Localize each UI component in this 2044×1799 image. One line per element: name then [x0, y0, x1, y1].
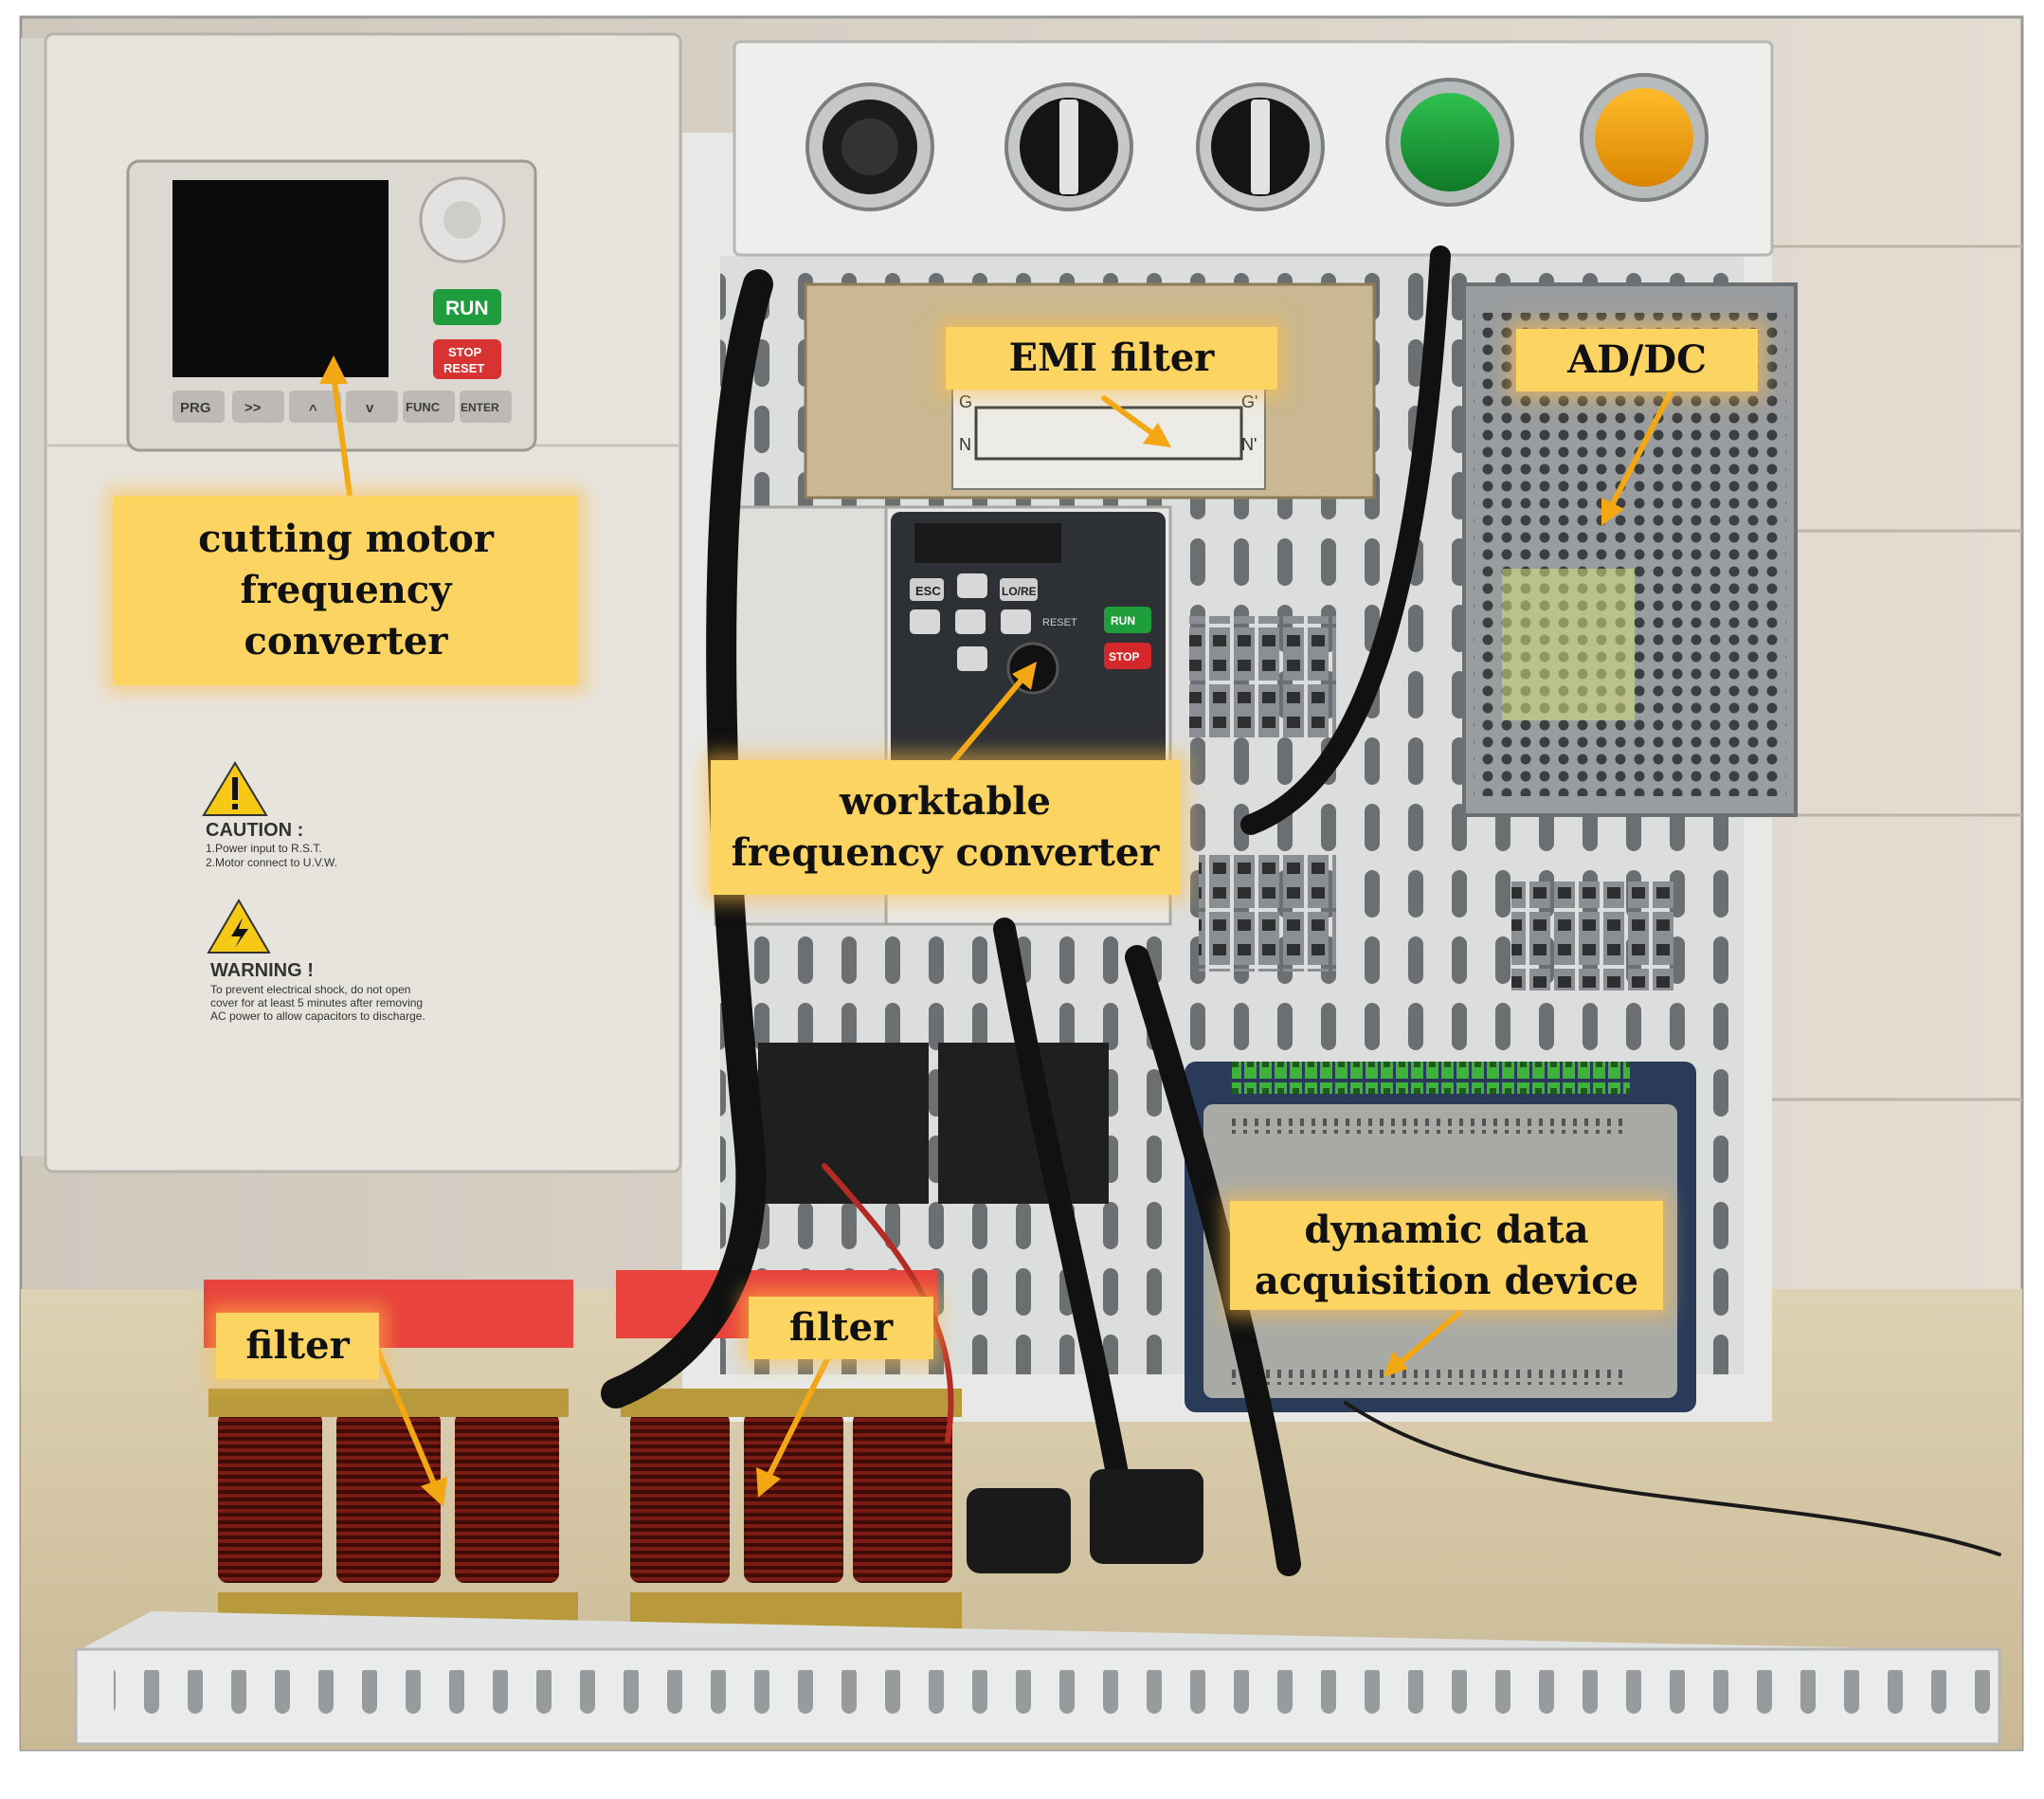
arrow-emi-filter-icon [1101, 395, 1171, 447]
worktable-reset-label: RESET [1042, 617, 1077, 628]
cutting-converter: RUN STOP RESET PRG >> ^ v FUNC ENTER CAU… [21, 32, 682, 1173]
arrow-filter-right-icon [756, 1353, 832, 1498]
current-sensor-2 [1090, 1469, 1203, 1564]
cutting-dial-icon[interactable] [419, 176, 506, 263]
cutting-reset-key[interactable]: RESET [443, 361, 484, 375]
label-ad-dc: AD/DC [1516, 329, 1758, 391]
label-filter-left-text: filter [245, 1323, 350, 1368]
amber-indicator-lamp-icon [1580, 73, 1709, 202]
caution-title: CAUTION : [206, 820, 303, 841]
arrow-worktable-icon [945, 662, 1037, 771]
cutting-func-key[interactable]: FUNC [406, 400, 441, 414]
label-emi-filter-text: EMI filter [1008, 336, 1215, 380]
cutting-run-key[interactable]: RUN [445, 298, 489, 319]
caution-line-1: 1.Power input to R.S.T. [206, 842, 322, 855]
potentiometer-knob-icon [805, 82, 934, 211]
warning-line-3: AC power to allow capacitors to discharg… [210, 1009, 425, 1023]
base-tray [74, 1611, 2001, 1746]
label-daq-device: dynamic data acquisition device [1230, 1201, 1663, 1310]
worktable-run-key[interactable]: RUN [1111, 614, 1135, 627]
cutting-stop-key[interactable]: STOP [448, 345, 481, 359]
caution-line-2: 2.Motor connect to U.V.W. [206, 856, 337, 869]
warning-line-2: cover for at least 5 minutes after remov… [210, 996, 423, 1009]
cutting-shift-key[interactable]: >> [244, 400, 262, 416]
emi-filter-unit: G G' N N' [804, 282, 1376, 500]
label-ad-dc-text: AD/DC [1567, 337, 1707, 382]
caution-icon [202, 761, 268, 816]
arrow-daq-icon [1384, 1310, 1462, 1377]
cutting-down-key[interactable]: v [366, 400, 374, 416]
high-voltage-warning-icon [207, 899, 271, 954]
warning-line-1: To prevent electrical shock, do not open [210, 983, 410, 996]
emi-plate-n-right: N' [1241, 435, 1257, 454]
arrow-cutting-converter-icon [319, 355, 353, 505]
cable-bundles [601, 245, 2001, 1576]
label-cutting-motor-converter: cutting motor frequency converter [114, 496, 578, 685]
relay-1 [758, 1043, 929, 1204]
label-filter-left: filter [216, 1313, 379, 1379]
label-emi-filter: EMI filter [946, 327, 1277, 390]
worktable-lore-key[interactable]: LO/RE [1002, 585, 1037, 598]
worktable-esc-key[interactable]: ESC [915, 584, 941, 598]
warning-title: WARNING ! [210, 960, 314, 981]
terminal-block-3 [1511, 881, 1677, 990]
cutting-up-key[interactable]: ^ [309, 402, 317, 418]
emi-plate-g-left: G [959, 392, 972, 411]
green-indicator-lamp-icon [1385, 78, 1514, 207]
pointer-arrows [319, 355, 1675, 1507]
label-filter-right-text: filter [788, 1305, 894, 1350]
terminal-block-2 [1199, 853, 1336, 972]
emi-plate-g-right: G' [1241, 392, 1257, 411]
worktable-stop-key[interactable]: STOP [1109, 650, 1139, 663]
label-daq-text: dynamic data acquisition device [1254, 1207, 1639, 1303]
switch-box [733, 40, 1774, 257]
selector-switch-1-icon [1004, 82, 1133, 211]
terminal-block-1 [1189, 616, 1336, 739]
arrow-ad-dc-icon [1601, 386, 1675, 526]
cutting-enter-key[interactable]: ENTER [461, 401, 499, 414]
cutting-prg-key[interactable]: PRG [180, 400, 211, 416]
label-filter-right: filter [749, 1297, 933, 1359]
current-sensor-1 [967, 1488, 1071, 1573]
label-cutting-motor-text: cutting motor frequency converter [198, 517, 494, 663]
selector-switch-2-icon [1196, 82, 1325, 211]
label-worktable-converter: worktable frequency converter [711, 760, 1180, 895]
arrow-filter-left-icon [367, 1329, 447, 1507]
label-worktable-text: worktable frequency converter [731, 779, 1160, 875]
emi-plate-n-left: N [959, 435, 971, 454]
